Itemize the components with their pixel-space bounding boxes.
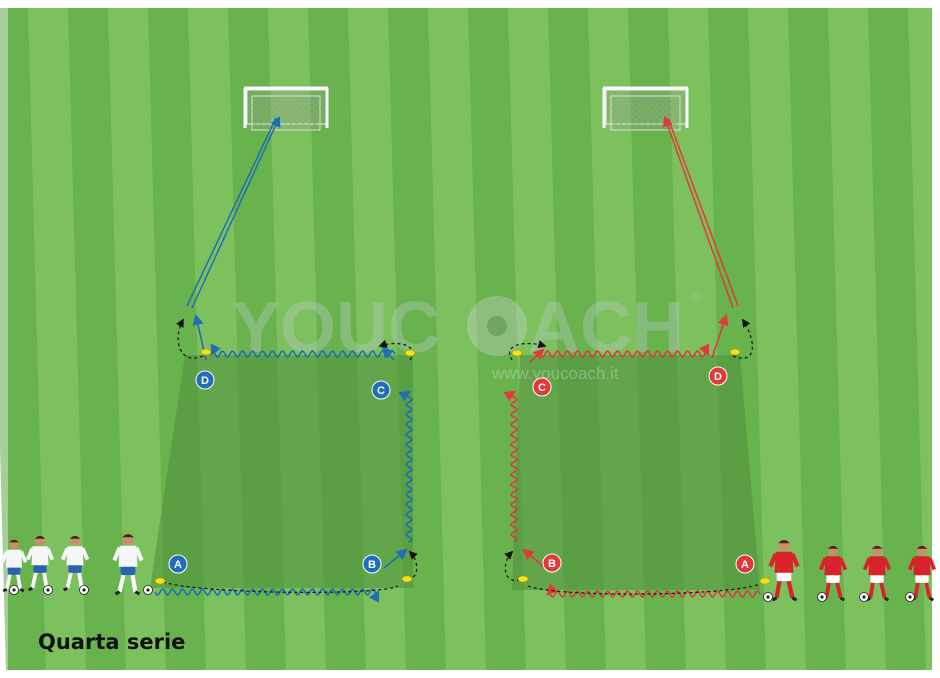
blue-shot-line-2 [191,116,281,309]
red-run-c [509,340,547,361]
blue-drill-paths [154,116,418,603]
red-drill-paths [503,116,761,598]
red-dribble-path-bottom [546,583,761,598]
red-labels: A B C D [532,366,755,574]
red-pass-b [522,548,546,569]
cone-icon [200,348,212,356]
red-label-c: C [532,377,552,397]
goal-left [243,86,329,131]
grass-stripe [868,8,926,670]
blue-label-b: B [362,554,382,574]
blue-label-c: C [371,380,391,400]
blue-dribble-path-bottom [154,588,380,603]
ball-icon [43,585,53,595]
red-label-c-text: C [538,382,546,394]
ball-icon [9,585,19,595]
red-label-b: B [542,553,562,573]
player-figure [768,539,800,602]
blue-label-d: D [195,370,215,390]
goal-right [602,86,689,131]
blue-team-players [0,533,153,596]
red-dribble-path-top [539,343,710,358]
player-figure [0,539,28,593]
blue-run-c [378,339,413,361]
red-team-players [763,539,937,602]
blue-dribble-path-top [210,343,396,358]
ball-icon [905,592,915,602]
cone-icon [154,577,166,585]
player-figure [25,535,55,592]
ball-icon [763,592,773,602]
cones [154,348,771,585]
red-pass-c [529,348,545,363]
red-pass-d [711,313,729,359]
ball-icon [859,592,869,602]
watermark-ball-icon [467,296,527,356]
red-label-d: D [708,366,728,386]
blue-labels: A B C D [168,370,391,574]
blue-dribble-path-right [398,390,413,543]
grass-stripe [0,8,46,670]
red-dribble-path-left [503,390,518,543]
blue-label-b-text: B [368,559,376,571]
blue-run-a [162,581,399,594]
watermark-url: www.youcoach.it [491,364,619,383]
grass-stripe [788,8,846,670]
blue-run-d [176,318,204,359]
blue-label-a-text: A [174,559,182,571]
blue-drill-zone [150,355,413,588]
player-figure [112,533,144,596]
cone-icon [759,577,771,585]
red-shot-line-1 [667,117,739,307]
blue-label-c-text: C [377,385,385,397]
blue-shot-line-1 [186,117,277,307]
red-run-d [732,318,754,359]
red-label-d-text: D [714,371,722,383]
red-run-b [504,550,521,581]
blue-label-d-text: D [201,375,209,387]
cone-icon [511,349,523,357]
player-figure [818,545,848,602]
ball-icon [817,592,827,602]
red-label-b-text: B [548,558,556,570]
blue-run-b [401,550,418,581]
red-label-a-text: A [741,559,749,571]
watermark-registered: ® [692,289,703,305]
cone-icon [729,348,741,356]
blue-pass-c [381,346,395,361]
cone-icon [404,349,416,357]
red-drill-zone [512,355,760,590]
cone-icon [517,575,529,583]
ball-icon [143,585,153,595]
ball-icon [79,585,89,595]
cone-icon [401,575,413,583]
red-label-a: A [735,554,755,574]
blue-label-a: A [168,554,188,574]
red-shot-line-2 [662,116,734,309]
watermark-ball-panel [487,316,507,336]
grass-stripe [68,8,126,670]
series-caption: Quarta serie [38,630,186,654]
blue-pass-b [383,548,408,569]
red-run-a [527,583,761,595]
